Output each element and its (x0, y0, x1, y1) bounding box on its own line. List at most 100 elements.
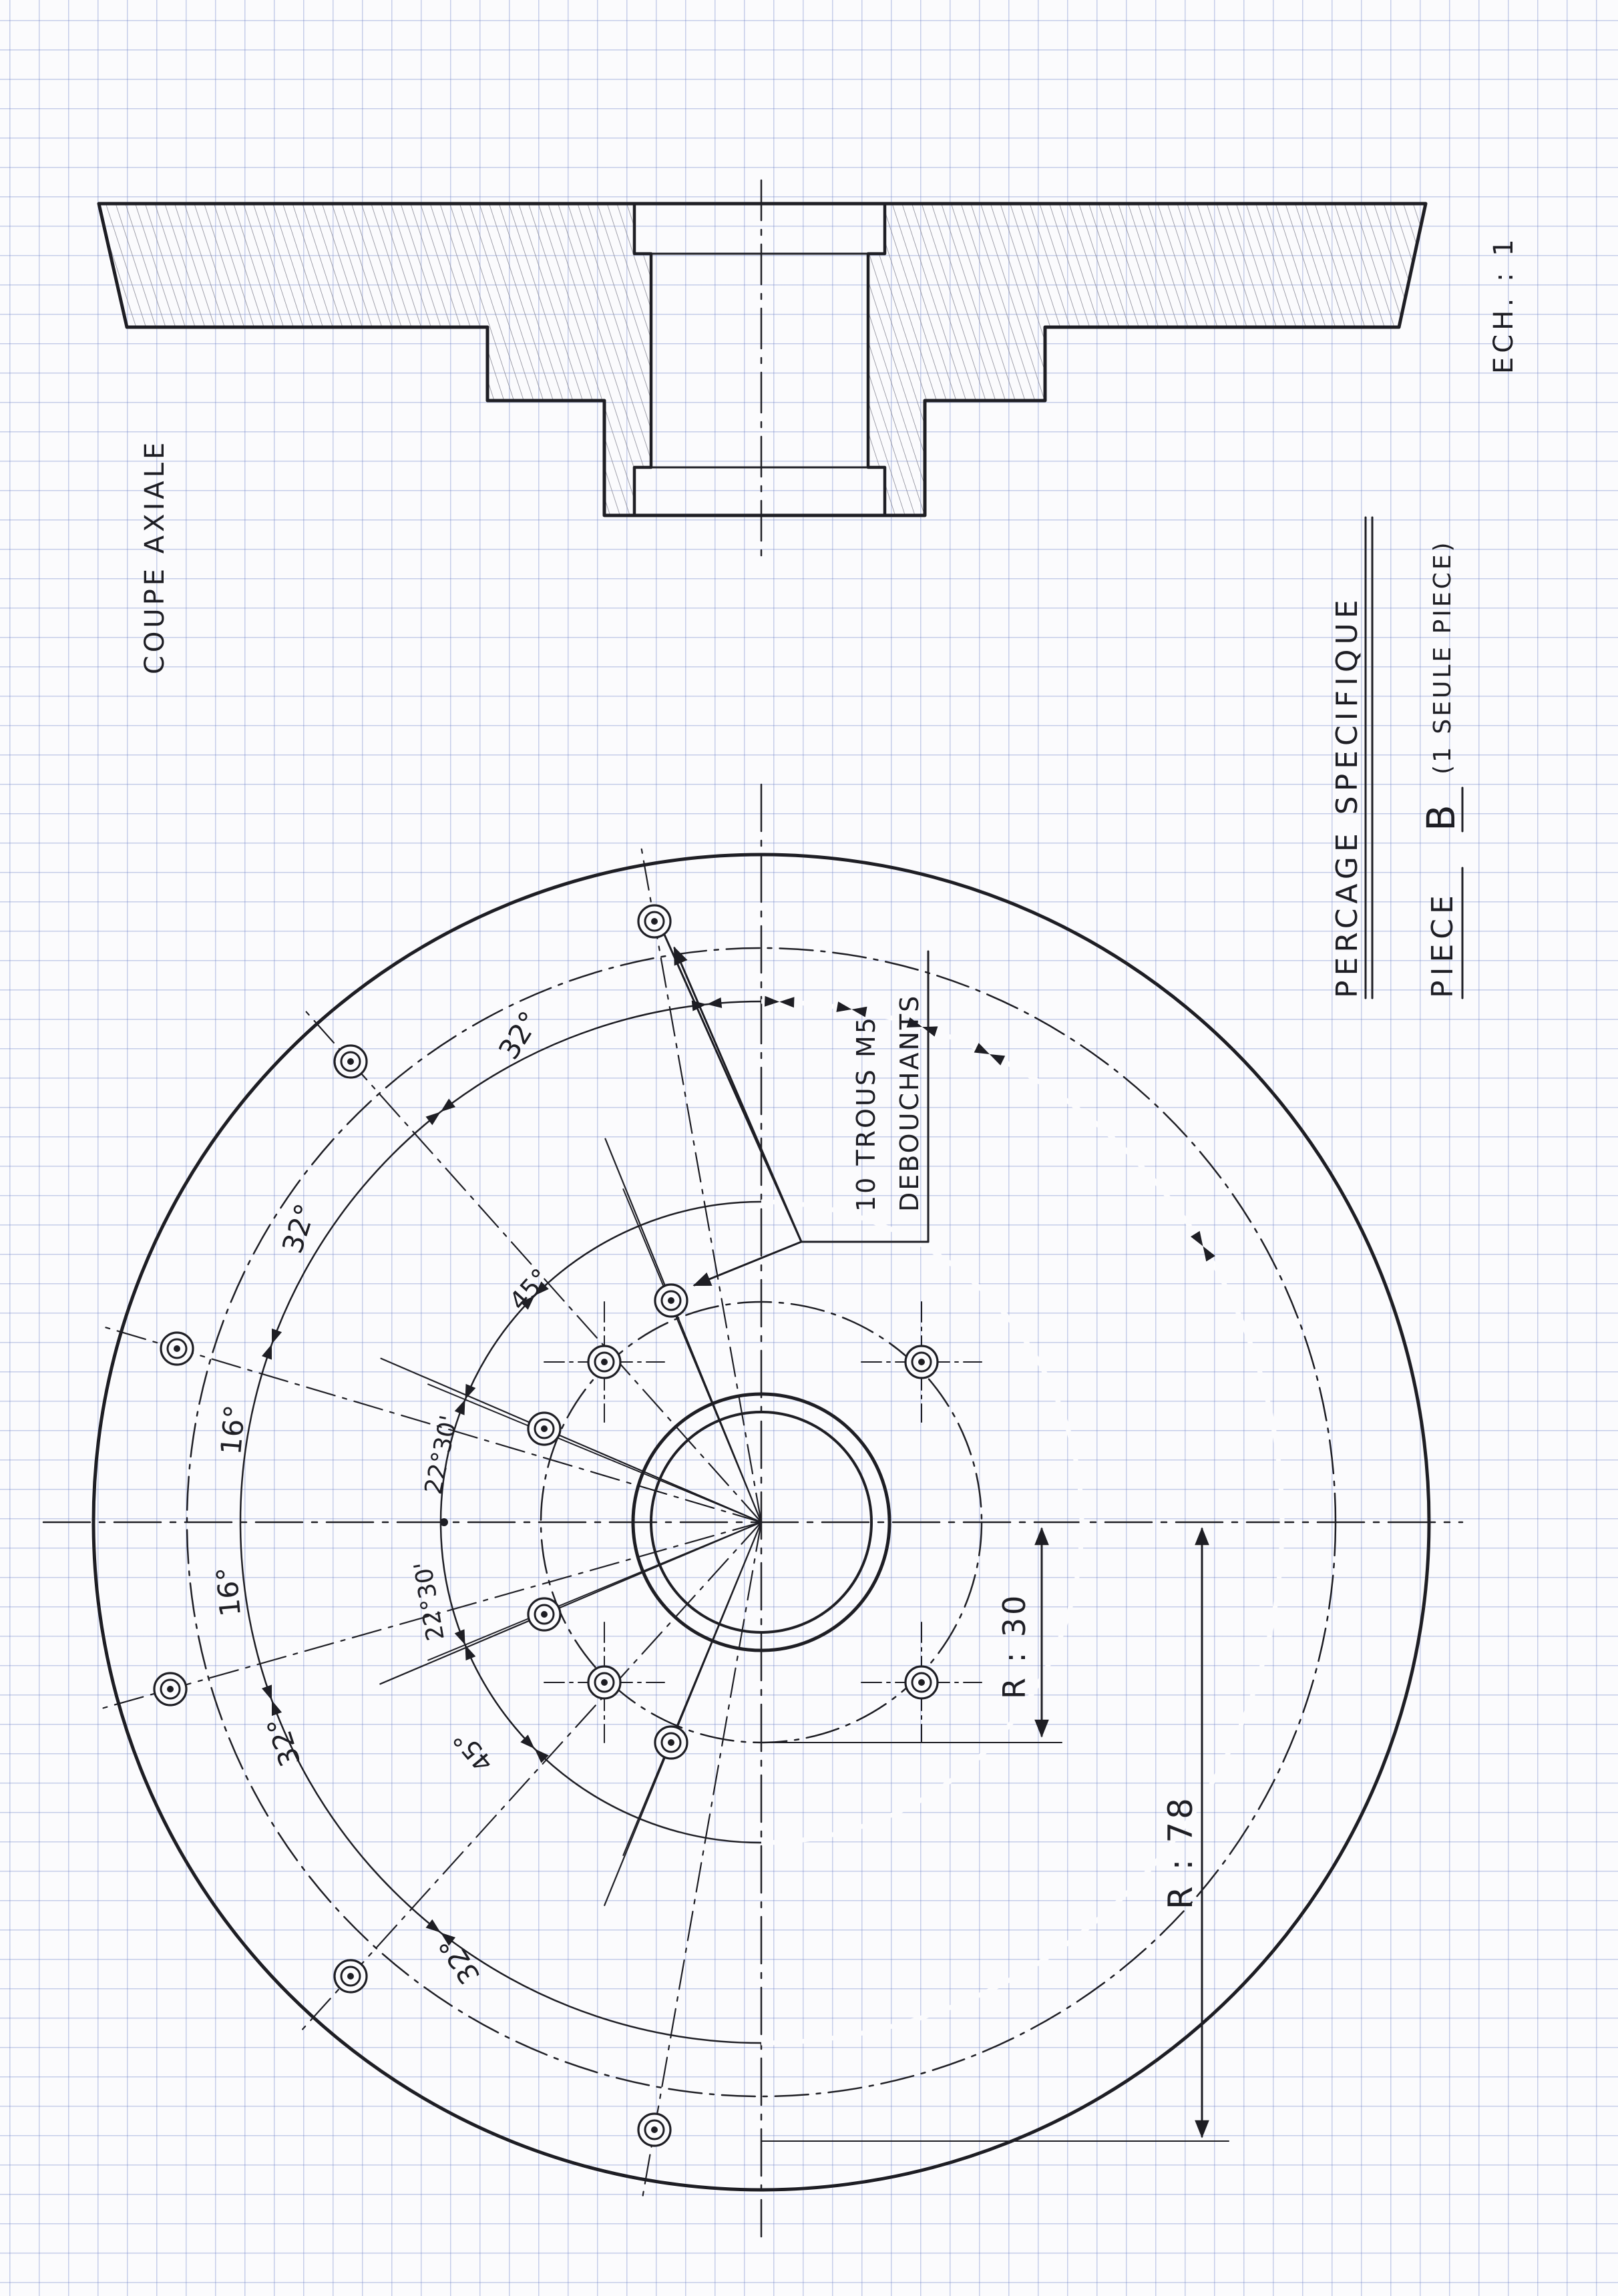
arc-axis-mark (440, 1518, 448, 1526)
hole-centre (167, 1686, 174, 1692)
hole-centre (174, 1345, 180, 1352)
plan-view (42, 783, 1464, 2238)
angle-label-inner-top-22: 22°30' (420, 1413, 463, 1496)
title-line-2-note: (1 SEULE PIECE) (1429, 539, 1456, 774)
outer-arc-arrow-15 (1191, 1230, 1203, 1246)
inner-arc-trim-bottom (761, 1522, 1084, 1845)
title-line-2-label: PIECE (1426, 891, 1460, 998)
title-line-1: PERCAGE SPECIFIQUE (1330, 595, 1364, 998)
hole-centre (918, 1679, 925, 1686)
section-hatch-right (868, 204, 1426, 515)
outer-arc-arrow-6 (706, 997, 723, 1008)
angle-label-outer-bottom-3: 32° (432, 1931, 486, 1990)
angle-label-inner-bottom-45: 45° (447, 1725, 499, 1778)
holes-callout: 10 TROUS M5 DEBOUCHANTS (663, 933, 930, 1287)
hole-centre (668, 1297, 674, 1304)
angle-label-outer-top-3: 16° (214, 1403, 251, 1455)
title-line-2-letter: B (1418, 805, 1464, 831)
hole-m5 (587, 1345, 622, 1379)
radial-line-outer-2 (302, 1007, 763, 1524)
radial-line-outer-1 (640, 844, 763, 1524)
r30-label: R : 30 (996, 1593, 1032, 1699)
section-outline (97, 202, 1428, 517)
hole-m5 (654, 1725, 688, 1760)
hole-centre (668, 1739, 674, 1746)
inner-arc-trim-top (761, 1199, 1084, 1523)
hole-centre (347, 1058, 354, 1065)
bore-inner (650, 1411, 873, 1634)
outer-arc-arrow-7 (764, 995, 780, 1007)
angle-label-outer-bottom-1: 16° (210, 1566, 247, 1618)
radius-dimensions: R : 30 R : 78 (761, 1527, 1229, 2142)
section-hatch-left (99, 204, 651, 515)
angle-label-inner-top-45: 45° (503, 1263, 556, 1316)
arc-trim-bottom (761, 1522, 1285, 2046)
outer-arc-arrow-16 (1203, 1246, 1215, 1262)
axial-section-view (97, 179, 1428, 562)
outer-arc-arrow-9 (836, 1001, 852, 1012)
holes-group (153, 904, 939, 2147)
angle-arrows (261, 995, 1215, 1946)
hole-m5 (904, 1345, 939, 1379)
hole-centre (918, 1359, 925, 1365)
hole-centre (541, 1425, 548, 1432)
r78-label: R : 78 (1161, 1795, 1200, 1909)
inner-arc-arrow-5 (465, 1644, 476, 1661)
bisector-line-2 (427, 1383, 762, 1523)
hole-m5 (333, 1044, 368, 1079)
hole-m5 (637, 904, 672, 939)
hole-m5 (904, 1665, 939, 1700)
inner-arc-arrow-3 (454, 1399, 465, 1415)
arc-trim-top (761, 999, 1285, 1523)
hole-m5 (587, 1665, 622, 1700)
outer-arc-arrow-19 (440, 1932, 456, 1946)
inner-arc-arrow-6 (454, 1629, 465, 1645)
angle-label-outer-top-1: 32° (492, 1005, 546, 1065)
outer-arc-arrow-13 (974, 1043, 990, 1054)
outer-arc-arrow-1 (261, 1344, 272, 1360)
radial-line-outer-4 (98, 1521, 763, 1710)
holes-note-line-2: DEBOUCHANTS (895, 994, 924, 1212)
radial-line-outer-6 (641, 1521, 763, 2201)
callout-leader-3 (673, 946, 803, 1243)
angle-labels: 32° 32° 16° 16° 32° 32° 45° 22°30' 22°30… (210, 1005, 556, 1990)
outer-arc-arrow-4 (440, 1098, 456, 1112)
hole-m5 (153, 1672, 188, 1706)
scale-label: ECH. : 1 (1488, 235, 1519, 374)
callout-leader-2 (692, 1240, 803, 1287)
hole-m5 (527, 1597, 562, 1632)
outer-arc-arrow-17 (272, 1700, 282, 1716)
outer-arc-arrow-8 (779, 997, 795, 1008)
bore-outer (631, 1392, 891, 1652)
radial-line-inner-2 (380, 1357, 763, 1524)
angle-label-outer-top-2: 32° (276, 1200, 323, 1257)
outer-arc-arrow-11 (906, 1017, 923, 1027)
inner-arc-arrow-1 (520, 1295, 535, 1310)
holes-note-line-1: 10 TROUS M5 (851, 1015, 881, 1212)
outer-arc-arrow-20 (425, 1919, 441, 1933)
radial-line-outer-3 (101, 1325, 763, 1524)
angle-label-outer-bottom-2: 32° (260, 1713, 307, 1771)
section-bore (632, 202, 887, 517)
bisector-line-1 (427, 1522, 762, 1661)
section-title: COUPE AXIALE (140, 439, 170, 674)
bisector-line-3 (622, 1522, 762, 1856)
hole-m5 (527, 1411, 562, 1446)
outer-bolt-circle (186, 947, 1337, 2098)
hole-centre (601, 1359, 608, 1365)
outer-arc-arrow-12 (922, 1026, 938, 1037)
inner-arc-arrow-8 (520, 1735, 535, 1749)
hole-m5 (160, 1331, 194, 1366)
outer-arc-arrow-18 (261, 1684, 272, 1700)
outer-arc-arrow-10 (851, 1006, 867, 1017)
hole-centre (347, 1973, 354, 1980)
title-block: PERCAGE SPECIFIQUE PIECE B (1 SEULE PIEC… (1330, 516, 1464, 999)
hole-centre (541, 1611, 548, 1618)
inner-arc-arrow-7 (534, 1749, 549, 1763)
hole-m5 (654, 1283, 688, 1318)
hole-m5 (333, 1959, 368, 1994)
callout-leader (663, 933, 930, 1243)
hole-m5 (637, 2112, 672, 2147)
inner-arc-arrow-2 (534, 1281, 549, 1296)
